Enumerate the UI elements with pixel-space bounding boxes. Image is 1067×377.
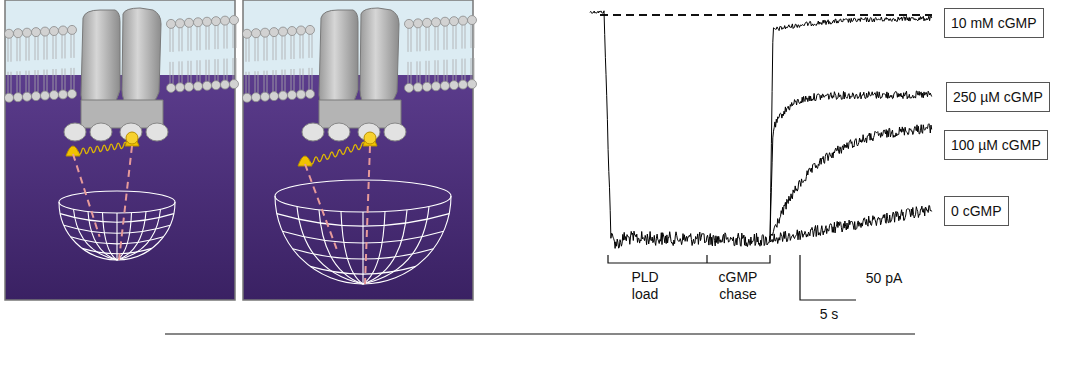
chase-trace <box>770 16 932 242</box>
panel-frame <box>243 0 473 300</box>
channel-subunit <box>319 10 358 112</box>
binding-domain <box>328 123 350 141</box>
tether-mesh <box>59 191 175 260</box>
distance-line <box>73 154 100 237</box>
channel-subunit <box>81 10 120 112</box>
concentration-box: 100 µM cGMP <box>944 130 1048 160</box>
distance-line <box>305 164 337 249</box>
protocol-label: cGMP chase <box>710 269 766 303</box>
binding-domain <box>64 123 86 141</box>
scale-label: 5 s <box>809 306 849 323</box>
scale-bar <box>800 255 856 300</box>
baseline-dash <box>600 14 932 16</box>
channel-panel-small <box>5 0 239 300</box>
concentration-label: 10 mM cGMP <box>951 15 1037 31</box>
divider-line <box>165 333 915 334</box>
panel-frame <box>5 0 235 300</box>
binding-domain <box>146 123 168 141</box>
channel-subunit <box>122 8 161 110</box>
binding-domain <box>302 123 324 141</box>
channel-base <box>319 100 401 128</box>
chase-trace <box>770 124 932 241</box>
concentration-box: 0 cGMP <box>944 196 1009 226</box>
distance-line <box>365 146 370 284</box>
cytoplasm <box>243 75 473 300</box>
current-traces <box>590 11 932 249</box>
linker-coil <box>78 142 127 155</box>
channel-base <box>81 100 163 128</box>
concentration-box: 250 µM cGMP <box>946 82 1050 112</box>
concentration-label: 250 µM cGMP <box>953 89 1043 105</box>
distance-line <box>119 146 132 260</box>
concentration-label: 0 cGMP <box>951 203 1002 219</box>
lipid-bilayer <box>243 16 477 103</box>
load-trace <box>590 11 770 249</box>
binding-domain <box>384 123 406 141</box>
linker-coil <box>310 142 365 164</box>
chase-trace <box>770 91 932 239</box>
protocol-label: PLD load <box>623 269 667 303</box>
chase-trace <box>770 206 932 244</box>
concentration-box: 10 mM cGMP <box>944 8 1044 38</box>
binding-domain <box>90 123 112 141</box>
concentration-label: 100 µM cGMP <box>951 137 1041 153</box>
channel-subunit <box>360 8 399 110</box>
tether-mesh <box>275 180 451 284</box>
channel-panel-large <box>243 0 477 300</box>
protocol-bracket <box>608 255 770 263</box>
lipid-bilayer <box>5 16 239 103</box>
scale-label: 50 pA <box>854 270 914 287</box>
cytoplasm <box>5 75 235 300</box>
